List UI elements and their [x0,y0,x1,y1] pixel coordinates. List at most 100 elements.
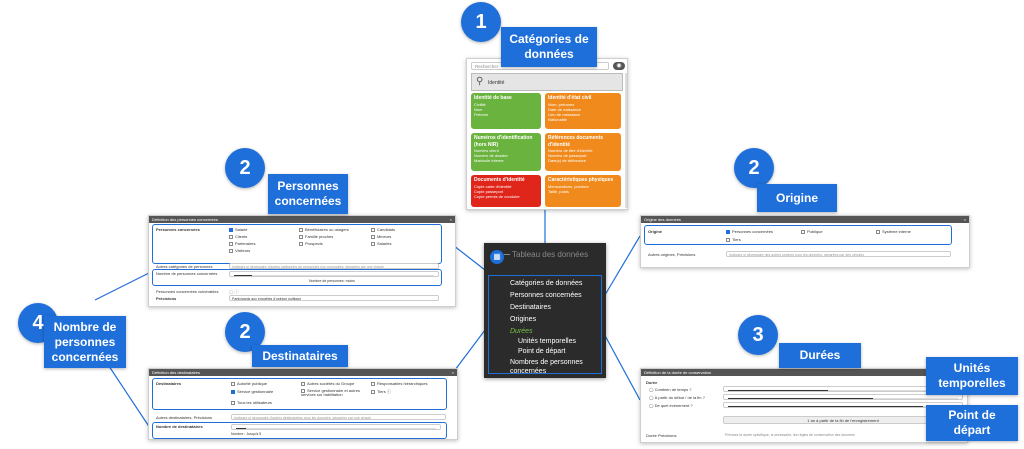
menu-item-destinataires[interactable]: Destinataires [510,304,551,311]
category-card-title: Identité d'état civil [548,95,592,101]
menu-item-point-depart[interactable]: Point de départ [518,348,566,355]
close-icon[interactable]: × [963,217,966,222]
option-service-gestionnaire[interactable]: Service gestionnaire [231,389,273,394]
option-publique[interactable]: Publique [801,229,823,234]
nombre-destinataires-slider[interactable] [231,424,441,430]
categories-window: Rechercher ◉ ⚲ Identité Identité de base… [466,58,628,210]
option-salarie[interactable]: Salarié [229,227,247,232]
option-beneficiaires[interactable]: Bénéficiaires ou usagers [299,227,349,232]
option-tiers[interactable]: Tiers ⓘ [371,389,391,395]
label-point-depart: Point de départ [926,405,1018,441]
duree-row-evenement[interactable]: ◯ De quel événement ? [649,403,693,408]
origine-window-title: Origine des données [644,217,681,222]
label-origine: Origine [757,184,837,212]
destinataires-window-title: Définition des destinataires [152,370,201,375]
category-card-item: Nom, prénoms [548,101,575,107]
option-famille[interactable]: Famille proches [299,234,333,239]
duree-precisions-label: Durée Précisions [646,433,677,438]
option-partenaires[interactable]: Partenaires [229,241,255,246]
debut-fin-slider[interactable] [723,394,963,400]
nombre-personnes-value: Nombre de personnes: moins [309,279,355,283]
autres-origines-input[interactable]: Indiquez si nécessaire des autres origin… [726,251,951,257]
nombre-destinataires-value: Nombre : Jusqu'à 5 [231,432,262,436]
category-card[interactable]: Numéros d'identification (hors NIR)Numér… [471,133,541,171]
identity-group-label: Identité [488,80,505,86]
label-nombre-personnes: Nombre de personnes concernées [44,316,126,368]
category-card-item: Numéro de titre d'identité [548,148,593,153]
category-card-title: Identité de base [474,95,512,101]
option-tous-utilisateurs[interactable]: Tous les utilisateurs [231,400,272,405]
autres-destinataires-input[interactable]: Indiquez si nécessaire d'autres destinat… [231,414,446,420]
precisions-label: Précisions [156,296,177,301]
duree-row-debut-fin[interactable]: ◯ À partir du début / de la fin ? [649,395,705,400]
precisions-input[interactable]: Participants aux enquêtes d'opinion poli… [229,295,439,301]
option-personnes-concernees[interactable]: Personnes concernées [726,229,773,234]
nombre-destinataires-label: Nombre de destinataires [156,424,203,429]
menu-highlight [488,275,602,374]
option-clients[interactable]: Clients [229,234,247,239]
autres-categories-input[interactable]: Indiquez si nécessaire d'autres catégori… [229,263,439,269]
nombre-destinataires-highlight [152,422,447,439]
option-tiers[interactable]: Tiers [726,237,741,242]
durees-window-title: Définition de la durée de conservation [644,370,712,375]
eye-icon[interactable]: ◉ [613,62,625,70]
nombre-personnes-highlight [152,269,442,286]
option-prospects[interactable]: Prospects [299,241,323,246]
option-responsables[interactable]: Responsables hiérarchiques [371,381,427,386]
option-autres-societes[interactable]: Autres sociétés du Groupe [301,381,354,386]
person-icon: ⚲ [476,76,484,87]
category-card-item: Copie passeport [474,188,504,194]
close-icon[interactable]: × [449,217,452,222]
category-card-item: Numéro client [474,148,499,153]
menu-title: Tableau des données [512,250,589,259]
autres-origines-label: Autres origines, Précisions [648,252,696,257]
personnes-window-title: Définition des personnes concernées [152,217,218,222]
category-card-item: Copie permis de conduire [474,193,520,199]
menu-item-nombres[interactable]: Nombres de personnes concernées [510,359,583,375]
label-personnes: Personnes concernées [268,174,348,214]
label-categories: Catégories de données [501,27,597,67]
autres-categories-label: Autres catégories de personnes [156,264,213,269]
menu-item-durees[interactable]: Durées [510,328,533,335]
menu-item-categories[interactable]: Catégories de données [510,280,583,287]
category-card-title: Caractéristiques physiques [548,177,614,183]
marker-3: 3 [738,315,778,355]
destinataires-window: Définition des destinataires × Destinatai… [148,368,458,440]
duree-field-label: Durée [646,380,658,385]
table-icon: ▦ [490,250,504,264]
menu-item-personnes[interactable]: Personnes concernées [510,292,582,299]
duree-row-combien[interactable]: ◯ Combien de temps ? [649,387,692,392]
origine-field-label: Origine [648,229,663,234]
category-card-item: Prénom [474,111,489,117]
category-card-item: Mensurations, pointure [548,183,589,189]
category-card-item: Date(s) de délivrance [548,158,587,164]
duree-precisions-input[interactable]: Précisez la durée spécifique, si nécessa… [725,433,855,437]
category-card-item: Civilité [474,101,486,107]
destinataires-field-label: Destinataires [156,381,182,386]
nombre-personnes-slider[interactable] [229,271,439,277]
option-autorite-publique[interactable]: Autorité publique [231,381,267,386]
close-icon[interactable]: × [451,370,454,375]
durees-window: Définition de la durée de conservation× … [640,368,968,443]
menu-item-unites[interactable]: Unités temporelles [518,338,576,345]
identity-group-header[interactable]: ⚲ Identité [471,73,623,91]
menu-item-origines[interactable]: Origines [510,316,537,323]
category-card-title: Références documents d'identité [548,135,604,148]
option-service-habilitation[interactable]: Service gestionnaire et autres services … [301,388,360,398]
option-candidats[interactable]: Candidats [371,227,395,232]
connector-nombre-personnes [94,269,156,301]
label-unites-temporelles: Unités temporelles [926,357,1018,395]
vulnerables-toggle[interactable]: ◯ ⓘ [229,289,239,294]
option-salaries[interactable]: Salariés [371,241,391,246]
option-visiteurs[interactable]: Visiteurs [229,248,250,253]
option-systeme-interne[interactable]: Système interne [876,229,911,234]
marker-2-origine: 2 [734,148,774,188]
categories-scrollbar[interactable] [625,73,627,208]
option-mineurs[interactable]: Mineurs [371,234,391,239]
category-card-item: Lieu de naissance [548,111,581,117]
